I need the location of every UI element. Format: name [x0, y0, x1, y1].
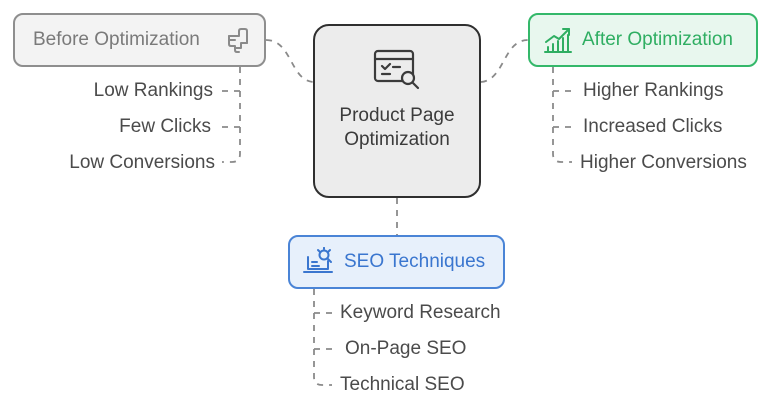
- after-item-higher-rankings: Higher Rankings: [583, 80, 724, 101]
- seo-item-keyword-research: Keyword Research: [340, 302, 501, 323]
- after-item-higher-conversions: Higher Conversions: [580, 152, 747, 173]
- before-item-few-clicks: Few Clicks: [119, 116, 211, 137]
- connector-before-center: [265, 39, 314, 83]
- before-optimization-title: Before Optimization: [33, 29, 200, 50]
- after-optimization-box: After Optimization: [528, 13, 758, 67]
- after-optimization-title: After Optimization: [582, 29, 733, 50]
- before-item-low-conversions: Low Conversions: [69, 152, 215, 173]
- seo-techniques-box: SEO Techniques: [288, 235, 505, 289]
- after-item-increased-clicks: Increased Clicks: [583, 116, 723, 137]
- growth-chart-icon: [542, 25, 574, 55]
- connector-seo-items: [313, 289, 332, 386]
- browser-search-icon: [372, 48, 422, 90]
- seo-item-technical-seo: Technical SEO: [340, 374, 465, 395]
- before-item-low-rankings: Low Rankings: [93, 80, 213, 101]
- connector-center-after: [480, 39, 529, 83]
- pointing-hand-icon: [223, 26, 253, 56]
- connector-after-items: [552, 67, 572, 163]
- laptop-search-icon: [302, 247, 334, 277]
- seo-techniques-title: SEO Techniques: [344, 251, 486, 272]
- seo-item-on-page-seo: On-Page SEO: [345, 338, 467, 359]
- before-optimization-box: Before Optimization: [13, 13, 266, 67]
- product-page-optimization-box: Product Page Optimization: [313, 24, 481, 198]
- connector-before-items: [222, 67, 241, 163]
- product-page-optimization-title: Product Page Optimization: [339, 105, 455, 150]
